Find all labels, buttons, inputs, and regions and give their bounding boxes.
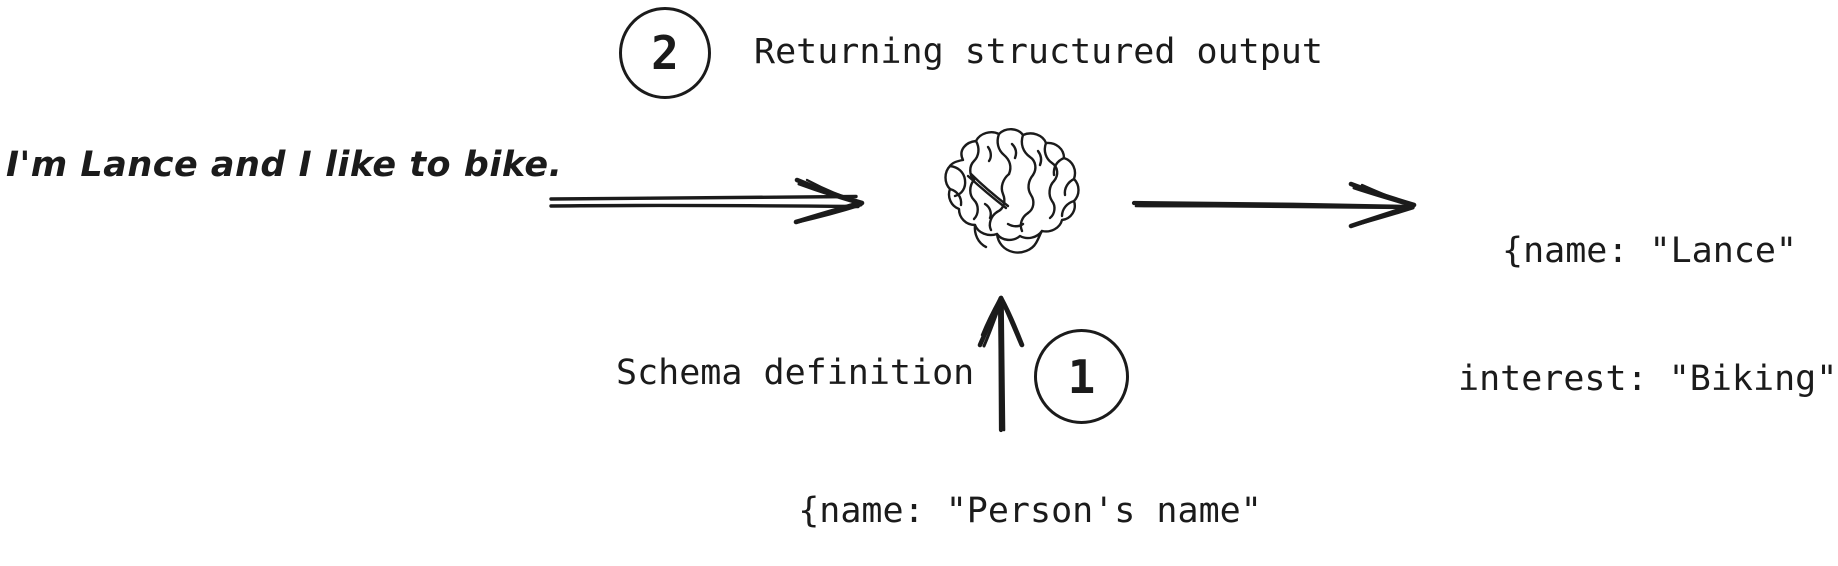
step-2-number: 2 (651, 26, 679, 80)
brain-to-output-arrow (1131, 181, 1417, 229)
input-sentence-text: I'm Lance and I like to bike. (6, 145, 563, 185)
step-1-label: Schema definition (616, 353, 975, 393)
step-2-label: Returning structured output (754, 32, 1323, 72)
schema-line-1: {name: "Person's name" (798, 491, 1262, 532)
step-1-badge: 1 (1034, 329, 1129, 424)
structured-output-line-2: interest: "Biking"} (1458, 359, 1838, 400)
brain-icon (944, 128, 1080, 254)
structured-output-text: {name: "Lance" interest: "Biking"} (1458, 145, 1838, 487)
input-to-brain-arrow (549, 177, 865, 225)
step-1-number: 1 (1067, 349, 1096, 404)
step-2-badge: 2 (619, 7, 711, 99)
structured-output-line-1: {name: "Lance" (1502, 231, 1798, 272)
schema-definition-text: {name: "Person's name" interest: "Person… (590, 405, 1470, 566)
